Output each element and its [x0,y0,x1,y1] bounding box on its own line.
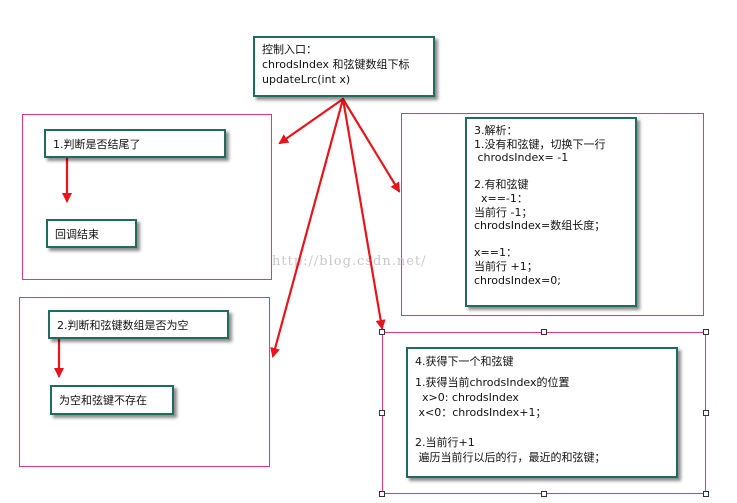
step1-title: 1.判断是否结尾了 [53,138,141,151]
step4-line-2: x>0: chrodsIndex [415,391,519,404]
step2-result: 为空和弦键不存在 [59,394,147,407]
step3-line-12: chrodsIndex=0; [474,273,561,287]
arrow-entry-to-step2 [270,97,345,358]
watermark-text: http://blog.csdn.net/ [272,254,427,269]
step3-line-3: chrodsIndex= -1 [474,151,569,165]
group-frame-3 [401,113,704,316]
selection-handle-bm[interactable] [541,491,547,497]
step2-title: 2.判断和弦键数组是否为空 [57,319,189,332]
step1-title-box: 1.判断是否结尾了 [44,129,226,158]
arrow-entry-to-step4 [341,97,386,330]
step4-line-3: x<0：chrodsIndex+1； [415,406,547,419]
step2-title-box: 2.判断和弦键数组是否为空 [48,310,229,339]
step3-line-8: chrodsIndex=数组长度； [474,219,606,233]
selection-handle-br[interactable] [703,491,709,497]
step4-line-1: 1.获得当前chrodsIndex的位置 [415,376,570,389]
entry-box: 控制入口： chrodsIndex 和弦键数组下标 updateLrc(int … [253,36,435,97]
step3-line-10: x==1： [474,246,517,260]
entry-line-3: updateLrc(int x) [262,73,351,86]
step4-box: 4.获得下一个和弦键 1.获得当前chrodsIndex的位置 x>0: chr… [406,347,678,478]
entry-line-2: chrodsIndex 和弦键数组下标 [262,58,410,71]
arrow-entry-to-step1 [278,97,345,145]
step3-box: 3.解析： 1.没有和弦键，切换下一行 chrodsIndex= -1 2.有和… [465,117,637,307]
step3-line-5: 2.有和弦键 [474,178,529,192]
selection-handle-tm[interactable] [541,329,547,335]
selection-handle-bl[interactable] [379,491,385,497]
selection-handle-tl[interactable] [379,329,385,335]
selection-handle-ml[interactable] [379,410,385,416]
entry-line-1: 控制入口： [262,43,317,56]
step4-line-4 [415,421,669,436]
selection-handle-mr[interactable] [703,410,709,416]
step1-result-box: 回调结束 [46,219,137,248]
step4-title: 4.获得下一个和弦键 [415,355,514,368]
step3-line-1: 3.解析： [474,124,518,137]
arrow-entry-to-step3 [341,97,401,193]
step3-line-2: 1.没有和弦键，切换下一行 [474,137,606,151]
step4-line-5: 2.当前行+1 [415,436,475,449]
group-frame-2 [19,297,270,467]
step1-result: 回调结束 [55,228,99,241]
step2-result-box: 为空和弦键不存在 [50,385,174,415]
step3-line-4 [474,165,628,179]
step3-line-6: x==-1： [474,191,528,205]
selection-handle-tr[interactable] [703,329,709,335]
step4-line-6: 遍历当前行以后的行，最近的和弦键； [415,451,606,464]
step3-line-9 [474,233,628,247]
group-frame-1 [22,114,272,280]
step3-line-7: 当前行 -1； [474,205,533,219]
step3-line-11: 当前行 +1； [474,259,538,273]
